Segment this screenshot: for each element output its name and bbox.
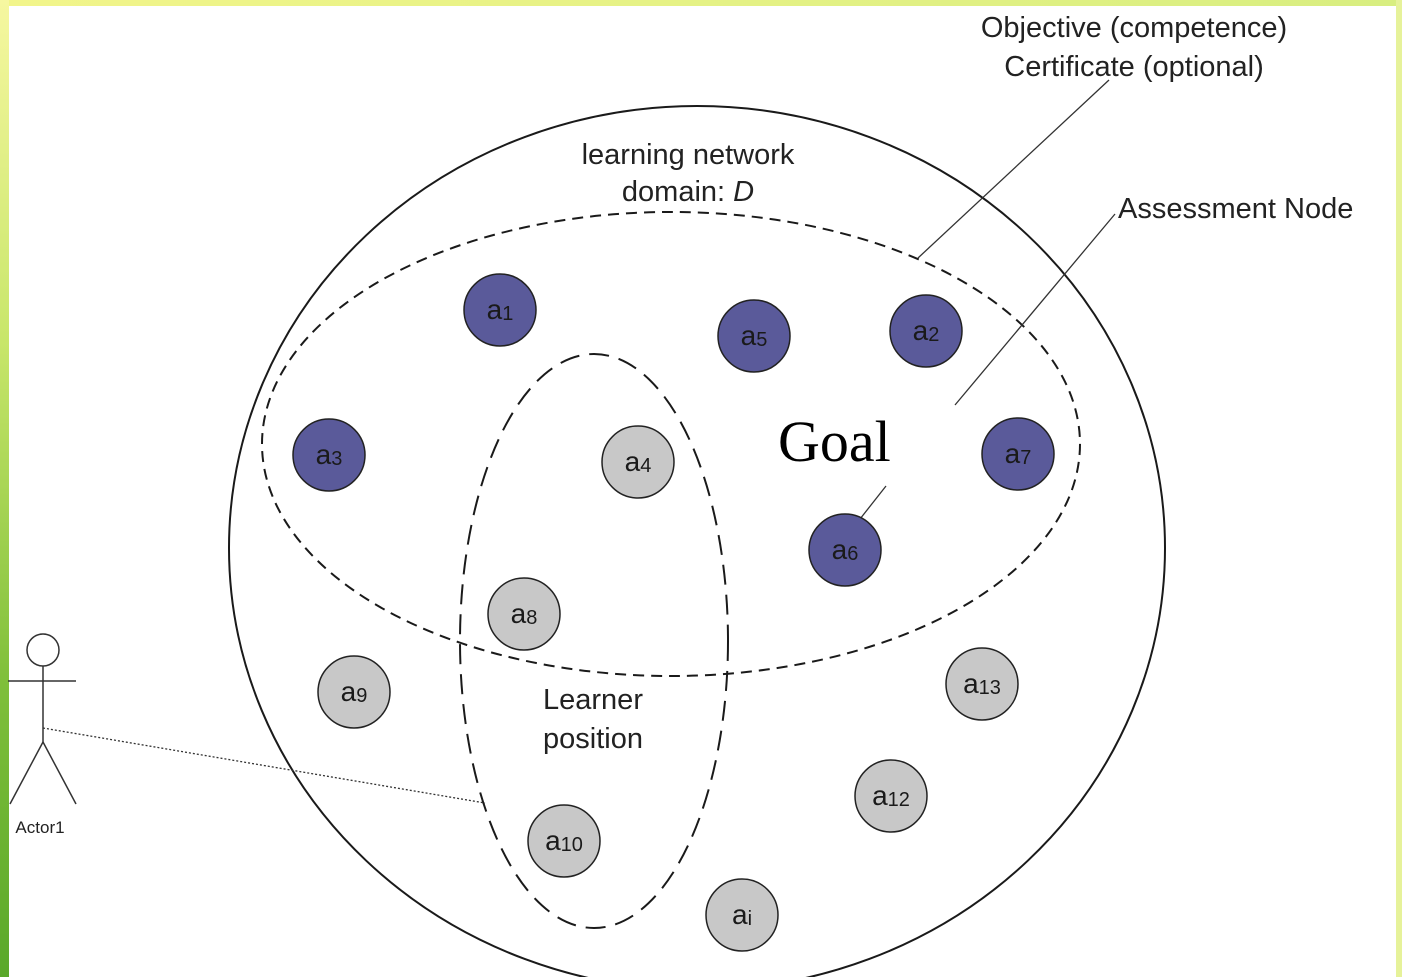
node-label-base: a (545, 825, 561, 856)
node-label: a6 (832, 534, 859, 565)
node-a1: a1 (463, 273, 537, 347)
network-label-line1: learning network (582, 139, 795, 171)
node-label-base: a (741, 320, 757, 351)
domain-circle (228, 105, 1166, 977)
node-label: ai (732, 899, 752, 930)
node-circle (487, 577, 561, 651)
objective-label-line2: Certificate (optional) (1004, 51, 1264, 83)
assessment-leader-line (954, 213, 1116, 406)
node-circle (981, 417, 1055, 491)
node-label-base: a (625, 446, 641, 477)
node-a5: a5 (717, 299, 791, 373)
node-label-subscript: 12 (888, 789, 910, 811)
node-label-base: a (913, 315, 929, 346)
node-a13: a13 (945, 647, 1019, 721)
node-label-base: a (732, 899, 748, 930)
node-a6: a6 (808, 513, 882, 587)
node-label: a1 (487, 294, 514, 325)
node-label: a7 (1005, 438, 1032, 469)
node-label: a8 (511, 598, 538, 629)
right-border (1396, 0, 1402, 977)
node-label-subscript: 9 (356, 685, 367, 707)
node-label: a9 (341, 676, 368, 707)
node-label-subscript: 5 (756, 329, 767, 351)
node-label: a5 (741, 320, 768, 351)
node-label-base: a (341, 676, 357, 707)
node-circle (601, 425, 675, 499)
left-border (0, 0, 9, 977)
node-label: a12 (872, 780, 910, 811)
node-label-base: a (316, 439, 332, 470)
actor-label: Actor1 (15, 818, 64, 837)
node-a3: a3 (292, 418, 366, 492)
node-label-subscript: 10 (561, 834, 583, 856)
node-label-subscript: 3 (331, 448, 342, 470)
node-ai: ai (705, 878, 779, 952)
goal-label: Goal (778, 409, 891, 474)
domain-variable: D (733, 176, 754, 208)
node-label-base: a (963, 668, 979, 699)
node-a10: a10 (527, 804, 601, 878)
node-label: a3 (316, 439, 343, 470)
node-a4: a4 (601, 425, 675, 499)
node-circle (889, 294, 963, 368)
node-label-base: a (872, 780, 888, 811)
node-label-subscript: 13 (979, 677, 1001, 699)
objective-label-line1: Objective (competence) (981, 12, 1287, 44)
actor-figure (8, 633, 77, 805)
node-label-subscript: 8 (526, 607, 537, 629)
node-label-subscript: 4 (640, 455, 651, 477)
network-label-line2: domain: D (622, 176, 754, 208)
node-label: a4 (625, 446, 652, 477)
assessment-node-label: Assessment Node (1118, 193, 1353, 225)
top-border (0, 0, 1402, 6)
learner-position-ellipse (459, 353, 729, 929)
node-label-base: a (832, 534, 848, 565)
node-label: a13 (963, 668, 1001, 699)
learner-label-line1: Learner (543, 684, 643, 716)
goal-region-ellipse (261, 211, 1081, 677)
node-label-subscript: 2 (928, 324, 939, 346)
node-a7: a7 (981, 417, 1055, 491)
domain-prefix: domain: (622, 176, 733, 208)
node-circle (292, 418, 366, 492)
node-a9: a9 (317, 655, 391, 729)
node-label-base: a (1005, 438, 1021, 469)
node-label: a2 (913, 315, 940, 346)
node-label-subscript: 1 (502, 303, 513, 325)
node-a8: a8 (487, 577, 561, 651)
node-circle (717, 299, 791, 373)
node-a12: a12 (854, 759, 928, 833)
objective-leader-line (917, 79, 1110, 259)
node-circle (945, 647, 1019, 721)
node-label-subscript: 6 (847, 543, 858, 565)
node-circle (317, 655, 391, 729)
node-label-base: a (511, 598, 527, 629)
node-circle (854, 759, 928, 833)
actor-association-line (42, 727, 486, 804)
learner-label-line2: position (543, 723, 643, 755)
node-circle (705, 878, 779, 952)
node-circle (527, 804, 601, 878)
node-label: a10 (545, 825, 583, 856)
node-circle (463, 273, 537, 347)
node-label-subscript: 7 (1020, 447, 1031, 469)
node-a2: a2 (889, 294, 963, 368)
node-label-subscript: i (748, 908, 752, 930)
node-circle (808, 513, 882, 587)
node-label-base: a (487, 294, 503, 325)
goal-leader-line (859, 485, 887, 520)
